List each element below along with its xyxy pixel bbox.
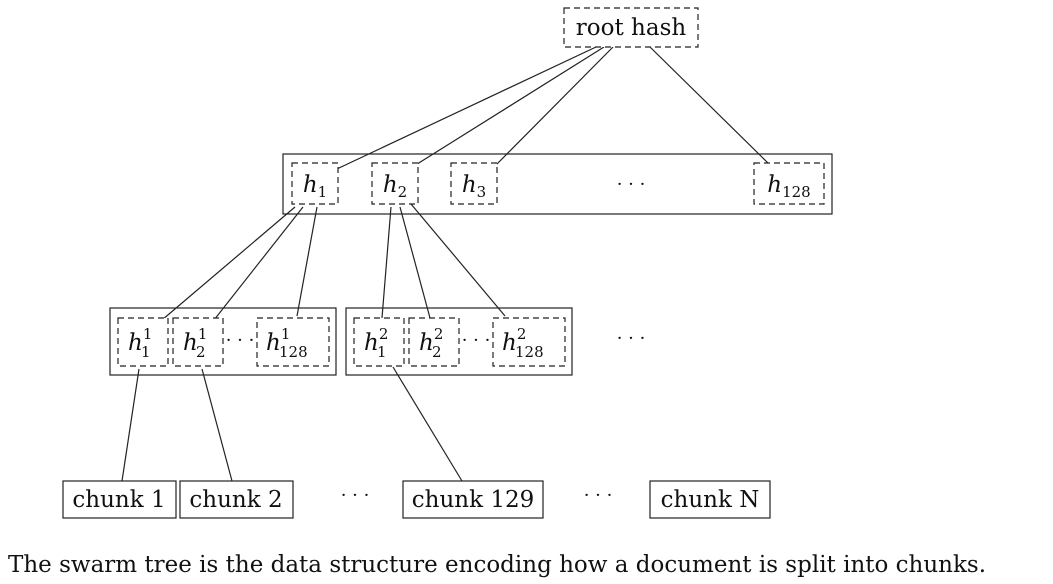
level1-container — [282, 153, 833, 215]
h1-2-node — [172, 317, 224, 367]
root-hash-node — [563, 7, 699, 48]
h2-2-node — [408, 317, 460, 367]
chunk-ellipsis-1: · · · — [341, 485, 370, 506]
h2-node — [371, 162, 419, 205]
chunk-2-label: chunk 2 — [189, 487, 282, 513]
h1-label: h1 — [303, 172, 327, 201]
h1-node — [291, 162, 339, 205]
h2-label: h2 — [383, 172, 407, 201]
edge-h1-h1-2 — [213, 206, 304, 321]
edge-root-h128 — [649, 46, 769, 164]
h2-1-node — [353, 317, 405, 367]
h3-node — [450, 162, 498, 205]
level2-group-1-ellipsis: · · · — [226, 330, 255, 351]
h128-node — [753, 162, 825, 205]
edge-h2-h2-128 — [410, 203, 506, 317]
edge-h2-h2-1 — [381, 206, 392, 319]
edge-root-h2 — [405, 46, 605, 172]
h1-128-node — [256, 317, 330, 367]
chunk-n-label: chunk N — [661, 487, 760, 513]
chunk-1-label: chunk 1 — [72, 487, 165, 513]
level2-group-1-container — [109, 307, 337, 376]
figure-caption: The swarm tree is the data structure enc… — [8, 552, 987, 578]
edge-h1-1-chunk-1 — [121, 368, 140, 482]
chunk-n-node — [649, 480, 771, 519]
level2-trailing-ellipsis: · · · — [617, 328, 646, 349]
root-hash-label: root hash — [576, 15, 687, 41]
chunk-ellipsis-2: · · · — [584, 485, 613, 506]
tree-edges — [121, 46, 769, 482]
edge-h2-h2-2 — [399, 206, 431, 319]
edge-h2-1-chunk-129 — [392, 366, 463, 482]
edge-root-h1 — [321, 46, 597, 177]
h2-128-node — [492, 317, 566, 367]
edge-h1-h1-128 — [296, 206, 318, 317]
level2-group-2-container — [345, 307, 573, 376]
chunk-129-label: chunk 129 — [412, 487, 534, 513]
h1-1-node — [117, 317, 169, 367]
edge-h1-2-chunk-2 — [201, 368, 233, 482]
chunk-129-node — [402, 480, 544, 519]
level1-ellipsis: · · · — [617, 174, 646, 195]
level2-group-2-ellipsis: · · · — [462, 330, 491, 351]
chunk-1-node — [62, 480, 177, 519]
edge-h1-h1-1 — [161, 206, 296, 321]
chunk-2-node — [179, 480, 294, 519]
h3-label: h3 — [462, 172, 486, 201]
h128-label: h128 — [767, 172, 810, 201]
edge-root-h3 — [493, 46, 614, 168]
